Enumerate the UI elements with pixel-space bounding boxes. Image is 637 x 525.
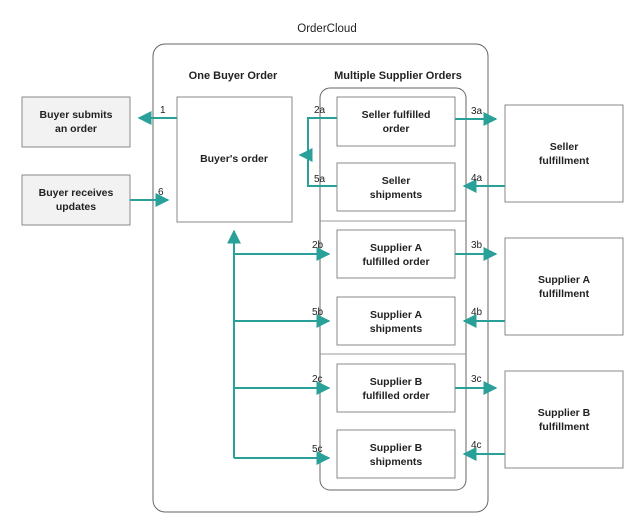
supplier-a-fulfilled-order-box: Supplier A fulfilled order: [336, 229, 456, 279]
a-order-label-1: Supplier A: [370, 242, 423, 254]
seller-shipments-label-1: Seller: [382, 175, 411, 187]
diagram-title: OrderCloud: [297, 23, 356, 35]
step-label-4a: 4a: [471, 173, 483, 184]
step-label-1: 1: [160, 105, 166, 116]
a-fulfillment-label-1: Supplier A: [538, 274, 591, 286]
buyers-order-label: Buyer's order: [200, 153, 268, 165]
buyer-submits-box: Buyer submits an order: [21, 96, 131, 148]
supplier-b-fulfillment-box: Supplier B fulfillment: [504, 370, 624, 469]
seller-shipments-box: Seller shipments: [336, 162, 456, 212]
step-label-3c: 3c: [471, 374, 482, 385]
buyer-receives-label-2: updates: [56, 201, 96, 213]
step-label-5a: 5a: [314, 174, 326, 185]
step-label-5c: 5c: [312, 444, 323, 455]
b-fulfillment-label-1: Supplier B: [538, 407, 591, 419]
b-fulfillment-label-2: fulfillment: [539, 421, 590, 433]
a-shipments-label-2: shipments: [370, 323, 423, 335]
ordercloud-frame: [152, 43, 489, 513]
header-supplier-orders: Multiple Supplier Orders: [334, 70, 462, 82]
seller-shipments-label-2: shipments: [370, 189, 423, 201]
step-label-6: 6: [158, 187, 164, 198]
step-label-2a: 2a: [314, 105, 326, 116]
seller-fulfillment-label-1: Seller: [550, 141, 579, 153]
seller-order-label-1: Seller fulfilled: [362, 109, 431, 121]
buyer-submits-label-2: an order: [55, 123, 97, 135]
step-label-2c: 2c: [312, 374, 323, 385]
supplier-orders-frame: [319, 87, 467, 491]
header-buyer-order: One Buyer Order: [189, 70, 278, 82]
buyer-submits-label-1: Buyer submits: [40, 109, 113, 121]
a-shipments-label-1: Supplier A: [370, 309, 423, 321]
seller-order-label-2: order: [383, 123, 410, 135]
b-order-label-1: Supplier B: [370, 376, 423, 388]
seller-fulfillment-box: Seller fulfillment: [504, 104, 624, 203]
b-shipments-label-1: Supplier B: [370, 442, 423, 454]
buyers-order-box: Buyer's order: [176, 96, 293, 223]
supplier-a-shipments-box: Supplier A shipments: [336, 296, 456, 346]
seller-fulfilled-order-box: Seller fulfilled order: [336, 96, 456, 147]
step-label-3b: 3b: [471, 240, 483, 251]
b-order-label-2: fulfilled order: [362, 390, 429, 402]
seller-fulfillment-label-2: fulfillment: [539, 155, 590, 167]
step-label-4b: 4b: [471, 307, 483, 318]
step-label-4c: 4c: [471, 440, 482, 451]
supplier-b-shipments-box: Supplier B shipments: [336, 429, 456, 479]
b-shipments-label-2: shipments: [370, 456, 423, 468]
supplier-a-fulfillment-box: Supplier A fulfillment: [504, 237, 624, 336]
buyer-receives-box: Buyer receives updates: [21, 174, 131, 226]
buyer-receives-label-1: Buyer receives: [39, 187, 114, 199]
supplier-b-fulfilled-order-box: Supplier B fulfilled order: [336, 363, 456, 413]
a-order-label-2: fulfilled order: [362, 256, 429, 268]
step-label-3a: 3a: [471, 106, 483, 117]
step-label-2b: 2b: [312, 240, 324, 251]
a-fulfillment-label-2: fulfillment: [539, 288, 590, 300]
step-label-5b: 5b: [312, 307, 324, 318]
